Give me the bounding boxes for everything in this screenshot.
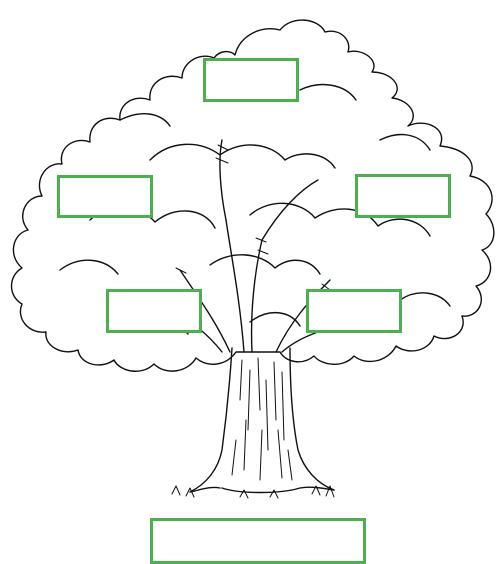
trunk: [189, 347, 335, 493]
trunk-bark: [231, 357, 293, 481]
label-box-left-upper[interactable]: [57, 175, 153, 218]
branch-center: [225, 219, 263, 353]
branch-upper: [219, 139, 319, 241]
foliage-cluster-1: [149, 143, 336, 169]
roots: [189, 486, 335, 494]
foliage-cluster-4: [59, 254, 321, 275]
label-box-bottom[interactable]: [150, 518, 366, 564]
label-box-right-upper[interactable]: [355, 174, 451, 218]
label-box-left-lower[interactable]: [106, 289, 202, 333]
grass: [171, 485, 335, 499]
branch-hatching: [175, 144, 331, 291]
canopy-outline: [10, 19, 495, 372]
label-box-top[interactable]: [203, 58, 299, 102]
foliage-cluster-3: [249, 202, 431, 237]
foliage-cluster-6: [119, 83, 431, 151]
label-box-right-lower[interactable]: [306, 289, 402, 333]
